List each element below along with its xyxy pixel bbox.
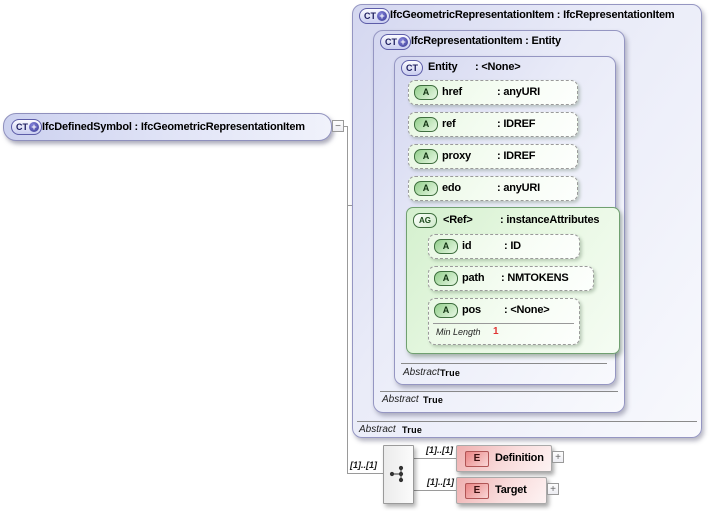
sequence-compositor[interactable] <box>383 445 414 504</box>
attribute-href: A href : anyURI <box>408 80 578 105</box>
attribute-type: : ID <box>504 240 521 252</box>
attribute-pos: A pos : <None> Min Length 1 <box>428 298 580 345</box>
element-target[interactable]: E Target <box>456 477 547 504</box>
attribute-edo: A edo : anyURI <box>408 176 578 201</box>
abstract-separator <box>401 363 607 364</box>
attribute-name: edo <box>442 182 461 194</box>
group-type: : instanceAttributes <box>500 214 600 226</box>
attribute-name: href <box>442 86 462 98</box>
element-label: Target <box>495 484 527 496</box>
attribute-icon: A <box>414 149 438 164</box>
attribute-name: pos <box>462 304 481 316</box>
attribute-name: proxy <box>442 150 471 162</box>
element-definition[interactable]: E Definition <box>456 445 552 472</box>
attribute-name: ref <box>442 118 456 130</box>
attribute-name: id <box>462 240 472 252</box>
abstract-value: True <box>440 368 461 378</box>
attribute-icon: A <box>434 271 458 286</box>
expand-button[interactable]: + <box>552 451 564 463</box>
box-title: IfcRepresentationItem : Entity <box>411 35 561 47</box>
sequence-icon <box>389 465 404 483</box>
element-icon: E <box>465 451 489 467</box>
attribute-id: A id : ID <box>428 234 580 259</box>
abstract-label: Abstract <box>382 394 419 405</box>
attribute-ref: A ref : IDREF <box>408 112 578 137</box>
attribute-name: path <box>462 272 485 284</box>
attribute-proxy: A proxy : IDREF <box>408 144 578 169</box>
attribute-icon: A <box>434 303 458 318</box>
expand-button[interactable]: + <box>547 483 559 495</box>
complex-type-icon: CT+ <box>11 119 42 135</box>
connector-line <box>344 126 348 127</box>
complex-type-icon: CT+ <box>359 8 390 24</box>
attribute-type: : <None> <box>504 304 550 316</box>
attribute-icon: A <box>414 181 438 196</box>
entity-name: Entity <box>428 61 458 73</box>
facet-separator <box>433 323 574 324</box>
complex-type-icon: CT+ <box>380 34 411 50</box>
root-element-ifcdefinedsymbol[interactable]: CT+ IfcDefinedSymbol : IfcGeometricRepre… <box>3 113 332 141</box>
facet-label: Min Length <box>436 327 481 337</box>
attribute-icon: A <box>414 117 438 132</box>
complex-type-icon: CT <box>401 60 423 76</box>
group-name: <Ref> <box>443 214 473 226</box>
cardinality-label: [1]..[1] <box>426 445 453 455</box>
collapse-button[interactable]: − <box>332 120 344 132</box>
entity-type: : <None> <box>475 61 521 73</box>
abstract-label: Abstract <box>359 424 396 435</box>
root-element-label: IfcDefinedSymbol : IfcGeometricRepresent… <box>42 121 305 133</box>
attribute-icon: A <box>434 239 458 254</box>
attribute-type: : NMTOKENS <box>501 272 569 284</box>
connector-line <box>347 473 383 474</box>
attribute-path: A path : NMTOKENS <box>428 266 594 291</box>
attribute-type: : IDREF <box>497 150 536 162</box>
attribute-group-icon: AG <box>413 213 437 228</box>
attribute-type: : anyURI <box>497 86 541 98</box>
element-icon: E <box>465 483 489 499</box>
attribute-type: : IDREF <box>497 118 536 130</box>
cardinality-label: [1]..[1] <box>427 477 454 487</box>
connector-line <box>412 490 456 491</box>
connector-line <box>412 458 456 459</box>
box-title: IfcGeometricRepresentationItem : IfcRepr… <box>390 9 675 21</box>
attribute-type: : anyURI <box>497 182 541 194</box>
facet-value: 1 <box>493 326 499 337</box>
element-label: Definition <box>495 452 544 464</box>
abstract-value: True <box>423 395 444 405</box>
abstract-separator <box>380 391 618 392</box>
attribute-icon: A <box>414 85 438 100</box>
connector-line <box>347 126 348 474</box>
abstract-label: Abstract <box>403 367 440 378</box>
cardinality-label: [1]..[1] <box>350 460 377 470</box>
abstract-value: True <box>402 425 423 435</box>
abstract-separator <box>357 421 697 422</box>
